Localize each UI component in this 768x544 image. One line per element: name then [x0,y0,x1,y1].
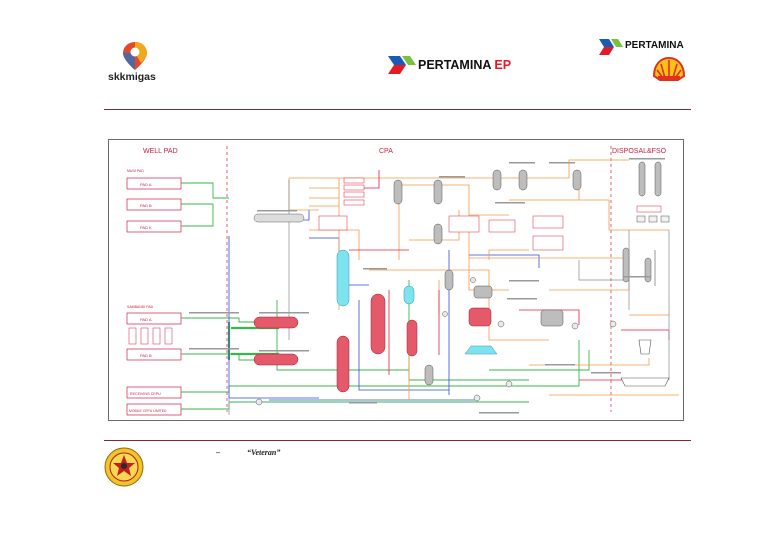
facility-box-2: MOBILE CEPU LIMITED [126,403,182,416]
cyan-column [336,249,350,307]
gray-vessel-group [393,161,662,386]
shell-emblem-icon [652,56,686,81]
pertamina-arrow-small-icon [599,39,623,55]
skkmigas-logo: skkmigas [106,40,164,86]
group-mudi-pad: MUDI PAD [127,169,144,173]
section-cpa: CPA [379,148,393,155]
section-disposal-fso: DISPOSAL&FSO [612,148,667,155]
process-flow-svg: WELL PAD CPA DISPOSAL&FSO MUDI PAD SAMBA… [126,146,679,416]
orange-flowlines [288,159,679,400]
footer-motto: “Veteran” [247,448,281,457]
red-vessel-4 [468,307,492,327]
pertamina-ep-brand-text: PERTAMINA [418,58,491,72]
cyan-vessel-1 [403,285,415,305]
university-seal-icon [104,447,144,487]
disposal-tanks [636,215,670,223]
svg-text:PAD A: PAD A [140,182,152,187]
skkmigas-pin-icon [123,42,147,70]
cyan-tank [464,345,498,355]
pad-box-2: PAD B [126,198,182,211]
instrument-boxes [318,177,662,251]
pad-box-5: PAD B [126,348,182,361]
footer-dash: – [216,448,220,457]
group-sambandi-pad: SAMBANDI PAD [127,305,154,309]
svg-text:MOBILE CEPU LIMITED: MOBILE CEPU LIMITED [129,409,167,413]
svg-text:PAD B: PAD B [140,203,152,208]
separator-2 [253,353,299,366]
pertamina-arrow-icon [388,56,416,74]
pad-box-1: PAD A [126,177,182,190]
svg-text:PAD A: PAD A [140,317,152,322]
pertamina-wordmark: PERTAMINA [625,40,684,51]
pertamina-ep-suffix: EP [494,58,512,72]
facility-box-1: RECEIVING CEPU [126,386,182,399]
flare-stacks [638,250,656,355]
label-markers [189,158,665,414]
section-well-pad: WELL PAD [143,148,178,155]
fso-vessel [620,377,670,387]
footer-rule [104,440,691,441]
green-flowlines [181,182,590,410]
pump-symbols [255,277,617,406]
svg-text:PAD B: PAD B [140,353,152,358]
pertamina-ep-logo: PERTAMINA EP [386,52,526,80]
svg-text:RECEIVING CEPU: RECEIVING CEPU [130,392,161,396]
pertamina-ep-brand: PERTAMINA EP [418,58,511,72]
red-flowlines [349,170,670,381]
manifold-header [253,213,305,223]
red-column-1 [336,335,350,393]
pad-box-3: PAD K [126,220,182,233]
pad-box-4: PAD A [126,312,182,325]
process-flow-diagram: WELL PAD CPA DISPOSAL&FSO MUDI PAD SAMBA… [108,139,684,421]
svg-text:PAD K: PAD K [140,225,152,230]
red-column-2 [370,293,386,355]
upn-seal [104,447,144,487]
header-rule [104,109,691,110]
skkmigas-wordmark: skkmigas [108,71,156,83]
pertamina-logo: PERTAMINA [597,36,689,84]
red-column-3 [406,319,418,357]
well-cluster [128,327,173,345]
separator-1 [253,316,299,329]
